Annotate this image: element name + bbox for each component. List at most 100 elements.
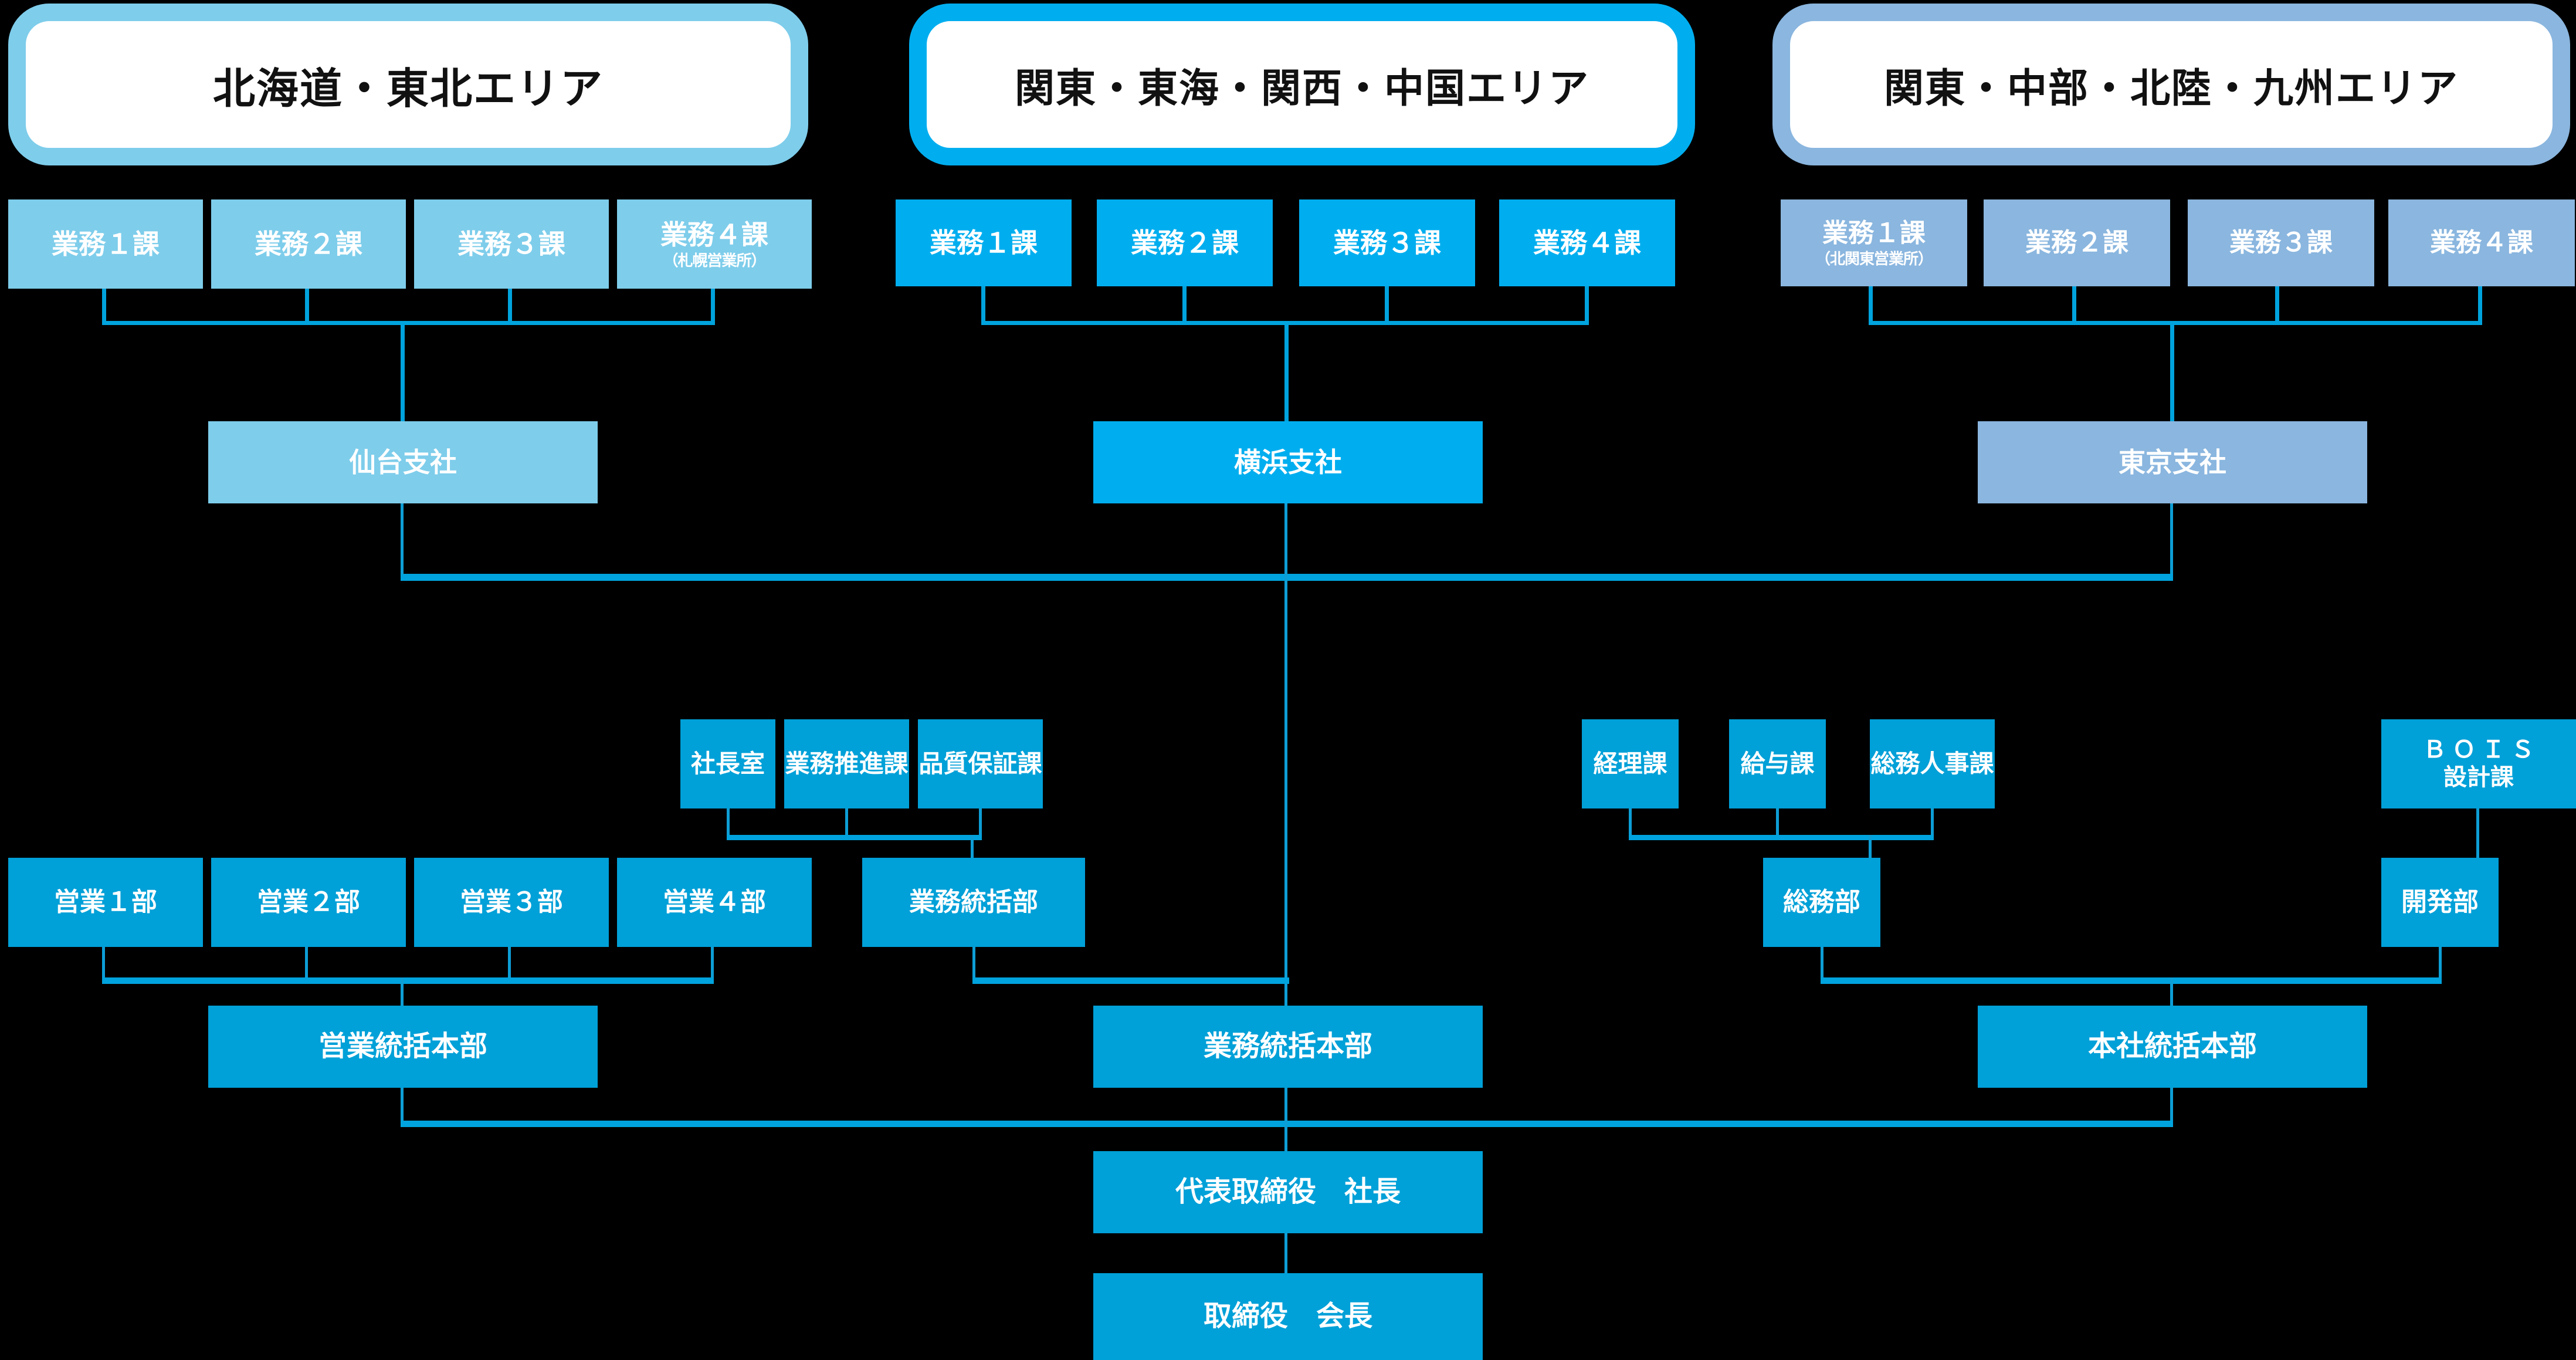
unit-label: 業務３課 — [1333, 227, 1441, 258]
unit-label: 業務１課 — [930, 227, 1038, 258]
connector-tokyo-u2 — [2072, 286, 2076, 324]
ka-box-soumu-jinji: 総務人事課 — [1870, 719, 1995, 808]
honbu-label: 営業統括本部 — [318, 1030, 487, 1062]
unit-sublabel: （北関東営業所） — [1815, 249, 1933, 268]
bu-box-gyomu-tokatsu: 業務統括部 — [862, 858, 1085, 947]
connector-honbu-honsha-down — [2170, 1088, 2173, 1124]
connector-ka-hinshitsu — [979, 808, 982, 838]
ka-box-gyomu-suishin: 業務推進課 — [784, 719, 909, 808]
honbu-label: 本社統括本部 — [2087, 1030, 2257, 1062]
unit-box-tokyo-2: 業務２課 — [1984, 199, 2170, 286]
unit-label: 業務４課 — [660, 219, 768, 250]
connector-eigyo1-down — [102, 947, 105, 981]
bu-label: 総務部 — [1783, 888, 1860, 917]
connector-ka-keiri — [1629, 808, 1632, 838]
connector-gyomu-bu-bus — [972, 977, 1289, 984]
branch-box-tokyo: 東京支社 — [1978, 421, 2367, 503]
honbu-box-honsha-tokatsu: 本社統括本部 — [1978, 1006, 2367, 1088]
connector-president-stem — [1284, 1121, 1287, 1155]
connector-eigyo2-down — [305, 947, 308, 981]
ka-label: 給与課 — [1740, 750, 1815, 778]
connector-yokohama-stem — [1284, 321, 1289, 422]
connector-sendai-u3 — [508, 289, 512, 324]
bu-label: 開発部 — [2401, 888, 2479, 917]
honbu-box-eigyo-tokatsu: 営業統括本部 — [208, 1006, 598, 1088]
connector-honsha-stem — [2170, 977, 2173, 1008]
connector-eigyo3-down — [508, 947, 511, 981]
ka-box-kyuyo: 給与課 — [1729, 719, 1826, 808]
connector-honbu-gyomu-down — [1284, 1088, 1287, 1124]
connector-tokyo-u3 — [2275, 286, 2279, 324]
unit-box-sendai-3: 業務３課 — [414, 199, 609, 289]
connector-yokohama-u2 — [1182, 286, 1187, 324]
area-pill-kanto-chubu-hokuriku-kyushu: 関東・中部・北陸・九州エリア — [1772, 4, 2570, 165]
connector-eigyo-stem — [401, 977, 404, 1008]
connector-bois-down — [2476, 808, 2479, 861]
bu-box-eigyo-3: 営業３部 — [414, 858, 609, 947]
bu-box-kaihatsu: 開発部 — [2381, 858, 2499, 947]
ka-label: 社長室 — [690, 750, 765, 778]
branch-label: 東京支社 — [2119, 446, 2226, 478]
bu-box-soumu: 総務部 — [1763, 858, 1880, 947]
connector-main-trunk — [1284, 574, 1287, 1008]
connector-gyomu-bu-down — [972, 947, 975, 981]
unit-label: 業務４課 — [2430, 228, 2533, 258]
unit-label: 業務１課 — [1822, 218, 1926, 248]
connector-honbu-eigyo-down — [401, 1088, 404, 1124]
connector-tokyo-bus — [1869, 321, 2482, 325]
connector-tokyo-u1 — [1869, 286, 1873, 324]
unit-label: 業務２課 — [1131, 227, 1239, 258]
area-pill-label: 関東・中部・北陸・九州エリア — [1883, 66, 2459, 111]
bu-label: 営業１部 — [54, 888, 157, 917]
unit-label: 業務１課 — [52, 228, 160, 259]
connector-ka-center-stem — [971, 835, 974, 861]
area-pill-kanto-tokai-kansai-chugoku: 関東・東海・関西・中国エリア — [909, 4, 1695, 165]
connector-yokohama-u1 — [981, 286, 985, 324]
connector-president-chairman — [1284, 1233, 1287, 1277]
area-pill-label: 関東・東海・関西・中国エリア — [1014, 66, 1589, 111]
connector-sendai-u1 — [102, 289, 106, 324]
connector-honsha-bus — [1821, 977, 2442, 984]
unit-sublabel: （札幌営業所） — [663, 251, 766, 269]
bu-box-eigyo-2: 営業２部 — [211, 858, 406, 947]
connector-ka-kyuyo — [1776, 808, 1779, 838]
connector-ka-center-bus — [727, 835, 982, 840]
executive-label: 取締役 会長 — [1203, 1300, 1372, 1332]
unit-box-tokyo-4: 業務４課 — [2388, 199, 2575, 286]
bu-label: 営業３部 — [460, 888, 563, 917]
connector-kaihatsu-down — [2439, 947, 2442, 981]
branch-box-sendai: 仙台支社 — [208, 421, 598, 503]
unit-box-tokyo-1: 業務１課 （北関東営業所） — [1781, 199, 1967, 286]
unit-box-yokohama-4: 業務４課 — [1499, 199, 1675, 286]
ka-label: 業務推進課 — [785, 750, 909, 778]
unit-label: 業務４課 — [1533, 227, 1641, 258]
connector-sendai-u2 — [305, 289, 309, 324]
connector-yokohama-u4 — [1585, 286, 1589, 324]
ka-label: 品質保証課 — [918, 750, 1042, 778]
connector-ka-gyomu-suishin — [845, 808, 848, 838]
bu-label: 営業４部 — [663, 888, 766, 917]
unit-label: 業務３課 — [457, 228, 565, 259]
connector-tokyo-u4 — [2478, 286, 2482, 324]
connector-ka-soumu-jinji — [1931, 808, 1934, 838]
connector-sendai-stem — [401, 321, 405, 422]
executive-label: 代表取締役 社長 — [1175, 1176, 1401, 1207]
unit-box-yokohama-3: 業務３課 — [1299, 199, 1475, 286]
branch-label: 横浜支社 — [1234, 446, 1342, 478]
bu-label: 業務統括部 — [909, 888, 1038, 917]
connector-soumu-down — [1821, 947, 1823, 981]
connector-ka-right-stem — [1869, 835, 1872, 861]
executive-box-chairman: 取締役 会長 — [1093, 1273, 1483, 1360]
unit-box-sendai-2: 業務２課 — [211, 199, 406, 289]
unit-box-sendai-4: 業務４課 （札幌営業所） — [617, 199, 812, 289]
connector-yokohama-u3 — [1385, 286, 1389, 324]
unit-box-tokyo-3: 業務３課 — [2188, 199, 2374, 286]
branch-label: 仙台支社 — [349, 446, 457, 478]
unit-label: 業務２課 — [2025, 228, 2128, 258]
connector-eigyo-bus — [102, 977, 714, 984]
connector-tokyo-stem — [2170, 321, 2174, 422]
bois-line1: ＢＯＩＳ — [2423, 736, 2540, 763]
unit-box-yokohama-1: 業務１課 — [896, 199, 1072, 286]
bois-line2: 設計課 — [2443, 764, 2514, 790]
